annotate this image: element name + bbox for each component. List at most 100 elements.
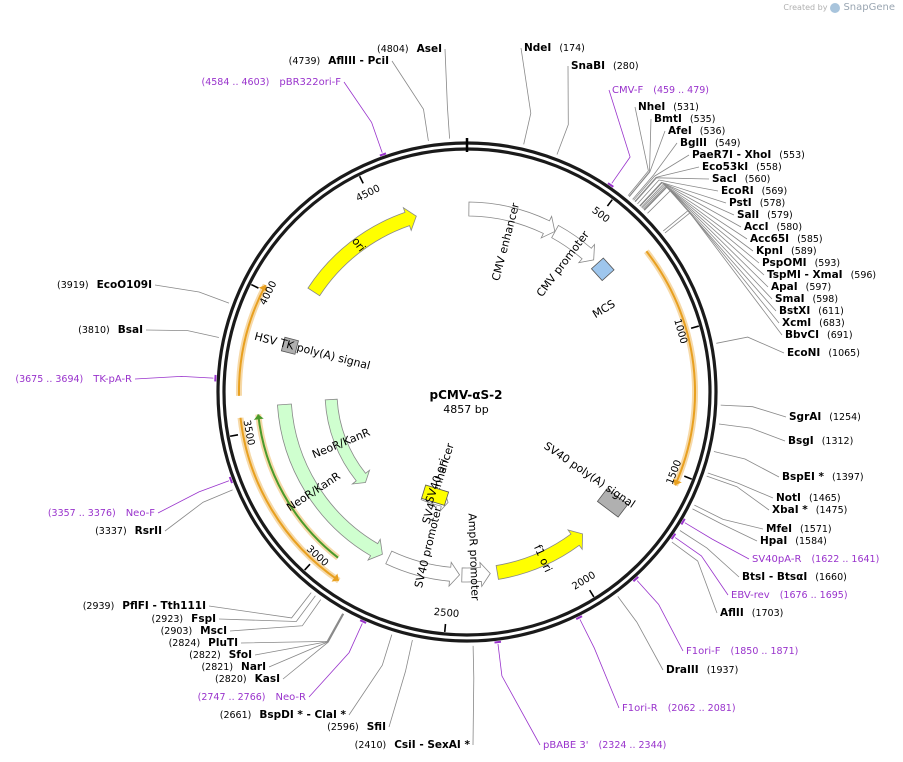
site-name: SnaBI (571, 60, 605, 72)
site-position: (535) (690, 114, 716, 125)
primer-label-f1ori-f[interactable]: F1ori-F(1850 .. 1871) (686, 646, 798, 657)
site-label-tspmi-xmai[interactable]: TspMI - XmaI(596) (767, 269, 876, 281)
site-label-hpai[interactable]: HpaI(1584) (760, 535, 827, 547)
primer-label-ebv-rev[interactable]: EBV-rev(1676 .. 1695) (731, 590, 848, 601)
site-label-nari[interactable]: (2821)NarI (201, 661, 266, 673)
leader-line (647, 190, 777, 312)
site-label-nhei[interactable]: NheI(531) (638, 101, 699, 113)
site-label-bsai[interactable]: (3810)BsaI (78, 324, 143, 336)
site-label-fspi[interactable]: (2923)FspI (152, 613, 216, 625)
site-label-btsi-bts-i[interactable]: BtsI - BtsαI(1660) (742, 571, 847, 583)
leader-line (684, 522, 750, 560)
primer-label-tk-pa-r[interactable]: (3675 .. 3694)TK-pA-R (15, 374, 132, 385)
site-label-draiii[interactable]: DraIII(1937) (666, 664, 738, 676)
site-label-kasi[interactable]: (2820)KasI (215, 673, 280, 685)
site-label-eco53ki[interactable]: Eco53kI(558) (702, 161, 782, 173)
site-label-sfii[interactable]: (2596)SfiI (327, 721, 386, 733)
site-label-bstxi[interactable]: BstXI(611) (779, 305, 844, 317)
site-position: (1065) (828, 348, 860, 359)
primer-range: (3357 .. 3376) (48, 508, 116, 519)
feature-mcs (590, 257, 615, 282)
site-label-bsgi[interactable]: BsgI(1312) (788, 435, 853, 447)
site-label-afei[interactable]: AfeI(536) (668, 125, 725, 137)
site-label-saci[interactable]: SacI(560) (712, 173, 770, 185)
site-label-pspomi[interactable]: PspOMI(593) (762, 257, 840, 269)
site-label-pflfi-tth111i[interactable]: (2939)PflFI - Tth111I (83, 600, 206, 612)
primer-range: (1850 .. 1871) (730, 646, 798, 657)
site-label-afliii-pcii[interactable]: (4739)AflIII - PciI (289, 55, 389, 67)
site-label-noti[interactable]: NotI(1465) (776, 492, 841, 504)
site-label-apai[interactable]: ApaI (597) (771, 281, 831, 293)
primer-label-neo-f[interactable]: (3357 .. 3376) Neo-F (48, 508, 155, 519)
feature-label-sv40-poly-a-signal: SV40 poly(A) signal (541, 439, 637, 510)
orf-arc-left-arrowhead (258, 285, 268, 293)
primer-label-f1ori-r[interactable]: F1ori-R(2062 .. 2081) (622, 703, 736, 714)
site-label-acci[interactable]: AccI(580) (744, 221, 802, 233)
feature-ampr-promoter (461, 561, 491, 588)
site-label-xbai[interactable]: XbaI *(1475) (772, 504, 847, 516)
site-label-kpni[interactable]: KpnI(589) (756, 245, 817, 257)
primer-label-neo-r[interactable]: (2747 .. 2766)Neo-R (198, 692, 306, 703)
site-position: (549) (715, 138, 741, 149)
site-name: PspOMI (762, 257, 807, 269)
primer-mark (607, 182, 614, 188)
site-label-paer7i-xhoi[interactable]: PaeR7I - XhoI(553) (692, 149, 805, 161)
primer-label-sv40pa-r[interactable]: SV40pA-R(1622 .. 1641) (752, 554, 879, 565)
primer-label-pbr322ori-f[interactable]: (4584 .. 4603)pBR322ori-F (202, 77, 342, 88)
site-label-ndei[interactable]: NdeI(174) (524, 42, 585, 54)
leader-line (674, 537, 729, 596)
site-label-sali[interactable]: SalI(579) (737, 209, 793, 221)
feature-f1-ori (495, 529, 584, 580)
site-label-bspdi-clai[interactable]: (2661)BspDI * - ClaI * (220, 709, 347, 721)
site-label-snabi[interactable]: SnaBI(280) (571, 60, 639, 72)
primer-mark (228, 476, 233, 484)
site-name: RsrII (135, 525, 162, 537)
primer-name: Neo-F (126, 508, 156, 519)
site-label-acc65i[interactable]: Acc65I(585) (750, 233, 823, 245)
primer-mark (575, 615, 583, 621)
leader-line (617, 596, 664, 671)
primer-name: SV40pA-R (752, 554, 801, 565)
leader-line (641, 183, 748, 240)
site-name: ApaI (771, 281, 798, 293)
site-label-bglii[interactable]: BglII(549) (680, 137, 740, 149)
site-label-pluti[interactable]: (2824)PluTI (169, 637, 238, 649)
leader-line (643, 185, 760, 264)
site-label-aflii[interactable]: AflII(1703) (720, 607, 783, 619)
site-name: FspI (191, 613, 216, 625)
site-label-psti[interactable]: PstI(578) (729, 197, 785, 209)
feature-sv40-ori (421, 484, 450, 506)
site-position: (2822) (189, 650, 221, 661)
site-position: (597) (806, 282, 832, 293)
primer-label-cmv-f[interactable]: CMV-F(459 .. 479) (612, 85, 709, 96)
site-label-mfei[interactable]: MfeI(1571) (766, 523, 832, 535)
primer-label-pbabe-3[interactable]: pBABE 3'(2324 .. 2344) (543, 740, 666, 751)
leader-line (608, 89, 631, 184)
site-label-ecoo109i[interactable]: (3919)EcoO109I (57, 279, 152, 291)
site-label-csii-sexai[interactable]: (2410)CsiI - SexAI * (355, 739, 471, 751)
leader-line (637, 179, 719, 205)
site-label-bspei[interactable]: BspEI *(1397) (782, 471, 864, 483)
leader-line (706, 475, 770, 511)
site-name: BsgI (788, 435, 814, 447)
site-label-sgrai[interactable]: SgrAI(1254) (789, 411, 861, 423)
site-label-smai[interactable]: SmaI(598) (775, 293, 838, 305)
site-label-econi[interactable]: EcoNI(1065) (787, 347, 860, 359)
site-label-ecori[interactable]: EcoRI(569) (721, 185, 787, 197)
site-label-msci[interactable]: (2903)MscI (161, 625, 227, 637)
site-name: BstXI (779, 305, 810, 317)
leader-line (642, 184, 754, 252)
primer-name: pBABE 3' (543, 740, 589, 751)
tick-mark (690, 325, 700, 330)
site-label-asei[interactable]: (4804)AseI (377, 43, 442, 55)
site-label-sfoi[interactable]: (2822)SfoI (189, 649, 252, 661)
site-name: SmaI (775, 293, 805, 305)
site-label-xcmi[interactable]: XcmI(683) (782, 317, 845, 329)
primer-mark (680, 518, 686, 525)
site-label-bbvci[interactable]: BbvCI(691) (785, 329, 853, 341)
leader-line (713, 451, 780, 478)
leader-line (692, 508, 758, 542)
site-label-rsrii[interactable]: (3337)RsrII (95, 525, 162, 537)
site-position: (1584) (795, 536, 827, 547)
site-label-bmti[interactable]: BmtI(535) (654, 113, 715, 125)
